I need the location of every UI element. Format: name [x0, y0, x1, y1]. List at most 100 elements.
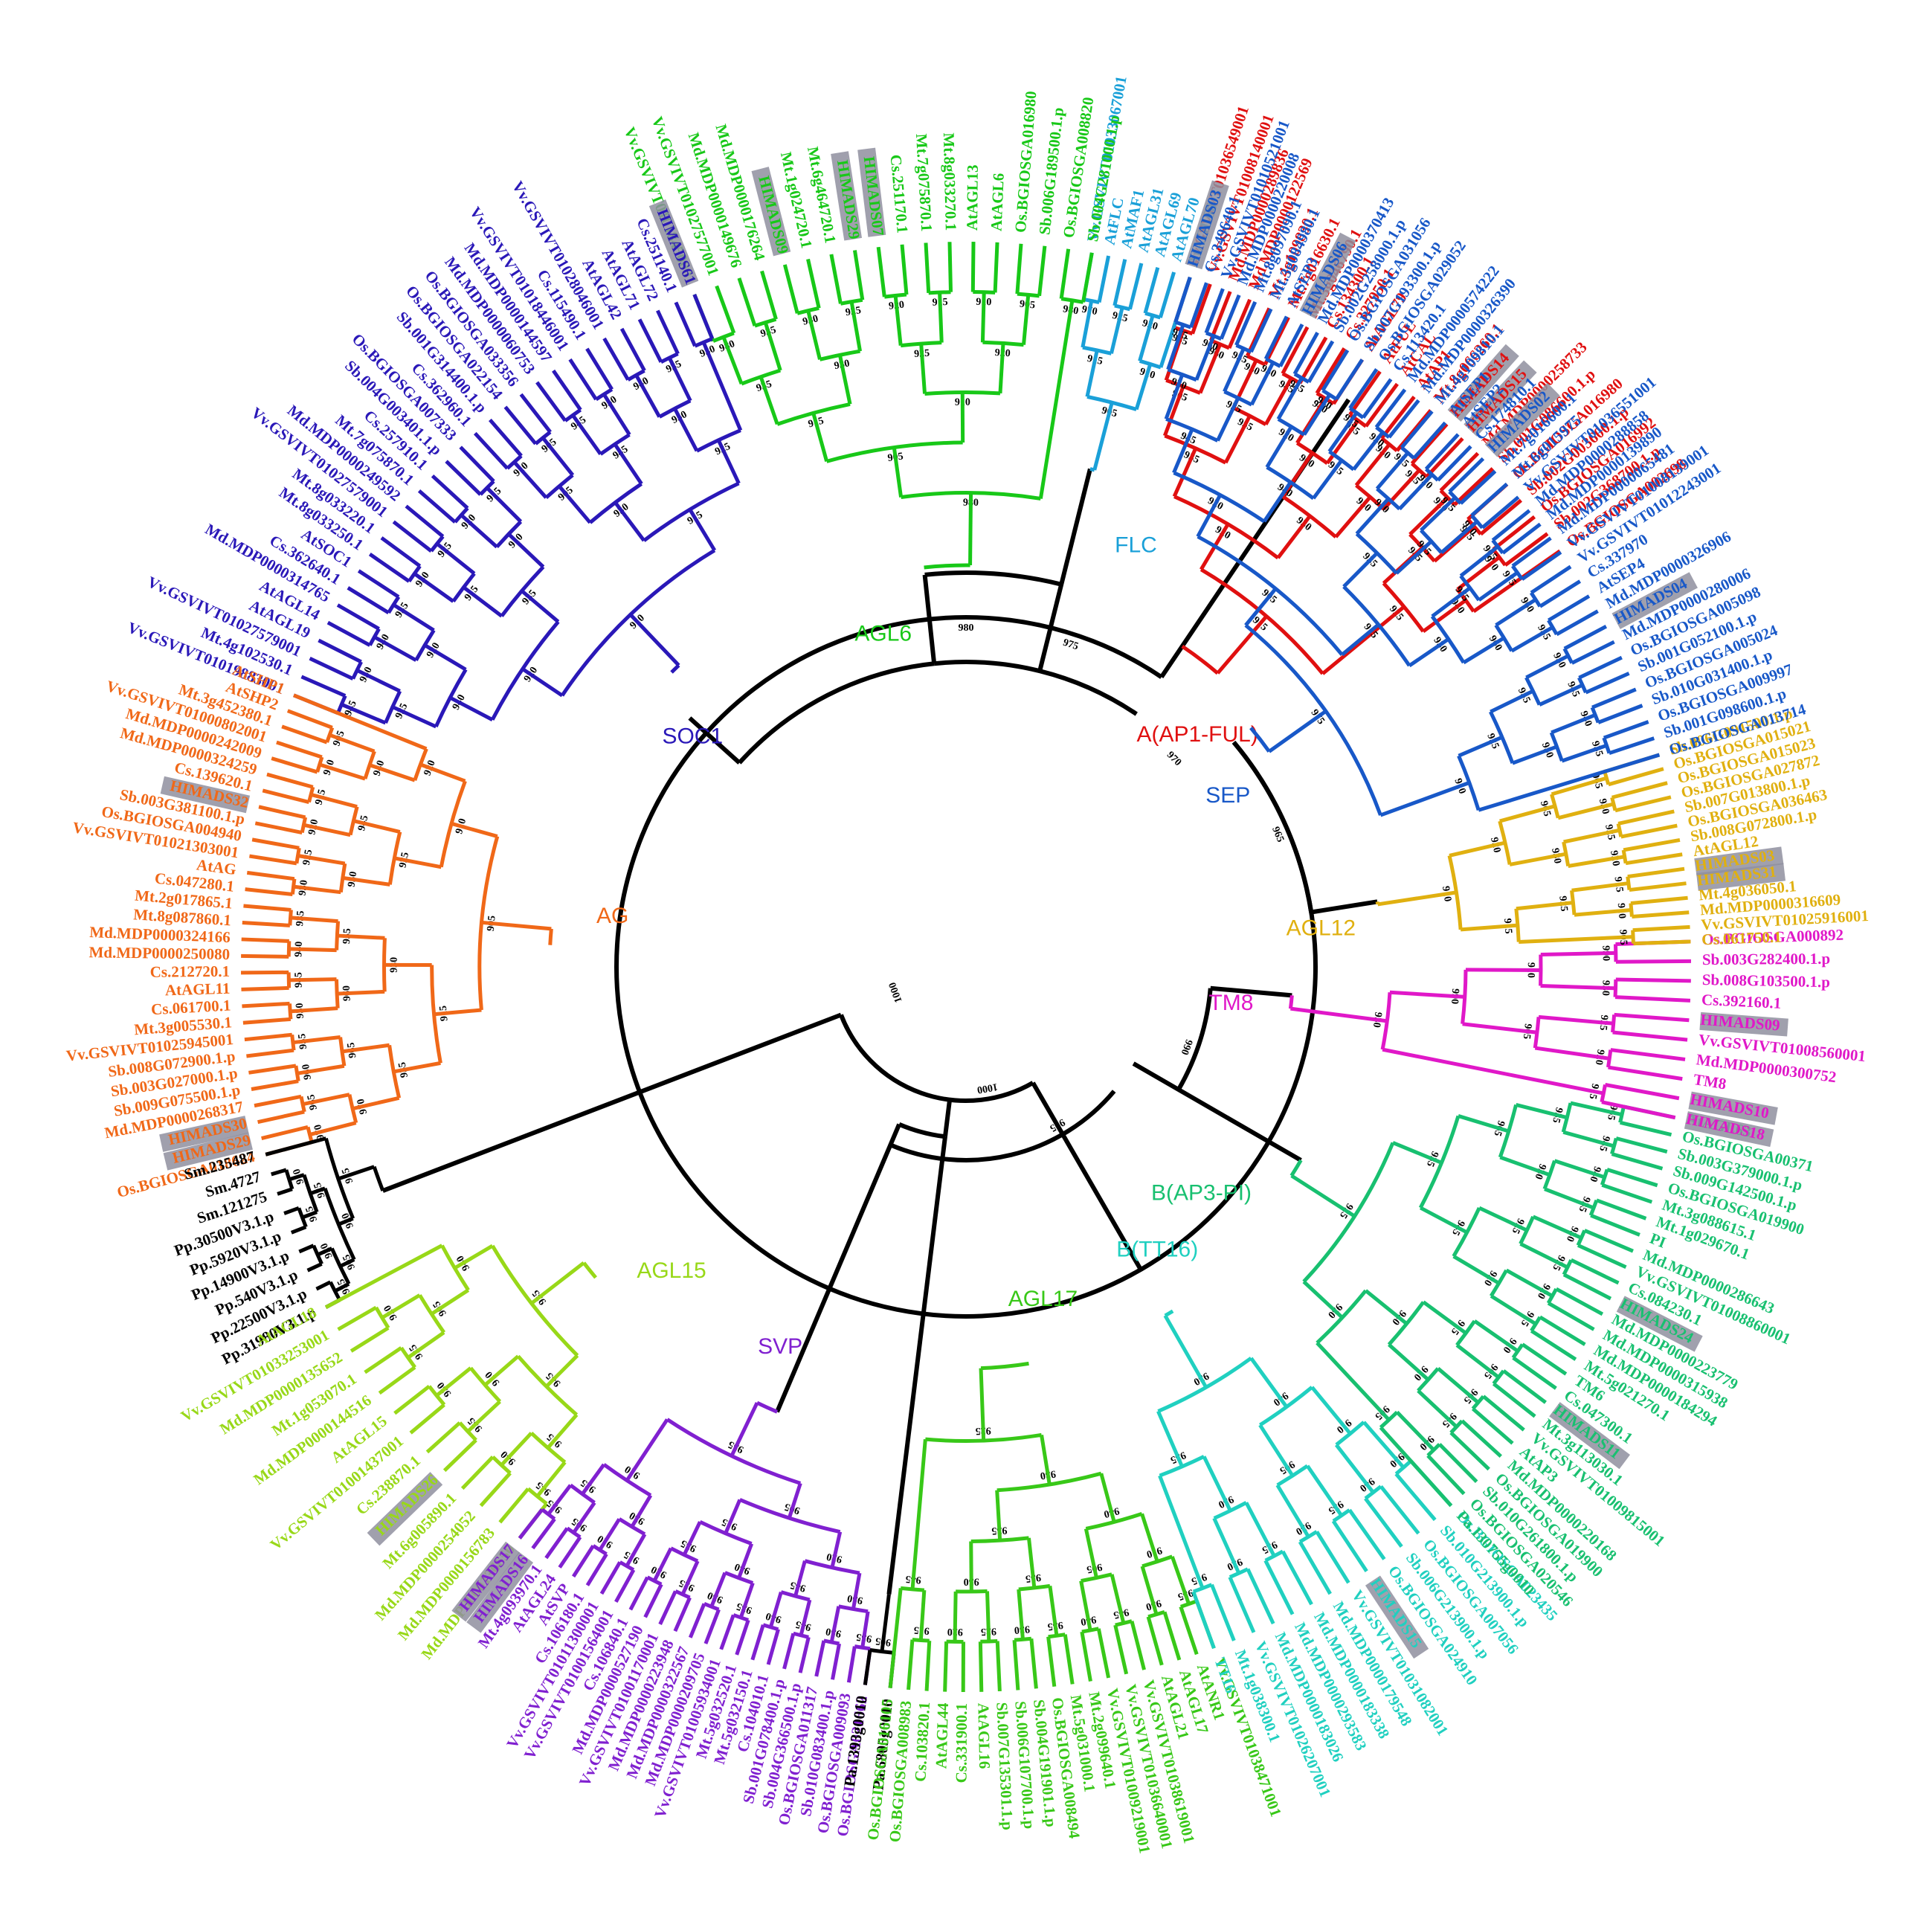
tree-branch — [1456, 556, 1501, 591]
tree-branch — [1249, 726, 1271, 753]
tree-branch — [1081, 1572, 1112, 1583]
tree-branch — [628, 1576, 649, 1611]
tree-branch — [300, 675, 347, 698]
tree-branch — [1457, 755, 1481, 811]
leaf-label: Cs.212720.1 — [150, 962, 231, 981]
tree-branch — [1603, 720, 1649, 740]
tree-branch — [1530, 1329, 1577, 1361]
tree-branch — [486, 486, 523, 524]
tree-branch — [1411, 462, 1428, 479]
tree-branch — [1263, 1560, 1295, 1615]
tree-branch — [1192, 1583, 1213, 1594]
tree-branch — [1166, 324, 1185, 370]
tree-branch — [1538, 1014, 1614, 1026]
tree-branch — [449, 695, 494, 721]
tree-branch — [1307, 340, 1335, 383]
tree-branch — [281, 724, 328, 744]
tree-branch — [1481, 495, 1520, 530]
backbone-branch — [1310, 899, 1378, 915]
tree-branch — [1375, 901, 1380, 905]
tree-branch — [284, 1169, 294, 1190]
tree-branch — [1470, 514, 1484, 530]
tree-branch — [429, 535, 445, 553]
bootstrap-value: 970 — [1165, 750, 1183, 768]
highlight-box — [160, 776, 251, 814]
tree-branch — [1499, 804, 1556, 823]
tree-branch — [1426, 1454, 1466, 1496]
tree-branch — [1455, 588, 1475, 613]
tree-branch — [1046, 1636, 1057, 1688]
tree-branch — [1431, 586, 1472, 618]
tree-branch — [1079, 1580, 1092, 1631]
tree-branch — [1312, 459, 1344, 500]
tree-branch — [512, 460, 548, 499]
tree-branch — [357, 569, 400, 599]
tree-branch — [585, 347, 614, 390]
tree-branch — [451, 821, 498, 838]
tree-branch — [1382, 1047, 1604, 1096]
tree-branch — [569, 1483, 596, 1505]
tree-branch — [1059, 248, 1071, 299]
tree-branch — [1495, 598, 1537, 627]
bootstrap-value: 995 — [1048, 1116, 1067, 1133]
tree-branch — [918, 1589, 927, 1641]
tree-branch — [1167, 367, 1197, 382]
leaf-label: AtAGL6 — [988, 173, 1008, 231]
tree-branch — [1621, 849, 1628, 864]
tree-branch — [393, 1384, 431, 1415]
tree-branch — [1392, 1141, 1443, 1165]
tree-branch — [712, 331, 735, 343]
tree-branch — [297, 854, 346, 866]
tree-branch — [318, 638, 362, 664]
tree-branch — [1514, 908, 1521, 942]
highlight-box — [1484, 382, 1560, 457]
tree-branch — [1348, 370, 1382, 416]
tree-branch — [1492, 515, 1536, 551]
tree-branch — [369, 763, 416, 782]
tree-branch — [356, 668, 401, 693]
highlight-box — [1185, 180, 1229, 270]
tree-branch — [271, 1168, 287, 1177]
tree-branch — [674, 301, 697, 347]
tree-branch — [521, 589, 560, 623]
tree-branch — [860, 1611, 870, 1648]
tree-branch — [1281, 326, 1310, 375]
tree-branch — [703, 1609, 721, 1644]
tree-branch — [1459, 469, 1497, 505]
tree-branch — [277, 1187, 293, 1196]
leaf-label: Cs.392160.1 — [1701, 991, 1781, 1012]
tree-branch — [1490, 689, 1534, 714]
tree-branch — [1462, 1022, 1538, 1035]
tree-branch — [1026, 1537, 1037, 1589]
tree-branch — [1539, 579, 1582, 608]
tree-branch — [318, 762, 366, 781]
tree-branch — [673, 1597, 692, 1633]
tree-branch — [724, 1499, 742, 1534]
tree-branch — [1263, 316, 1290, 366]
tree-branch — [1626, 876, 1632, 890]
tree-branch — [1509, 852, 1567, 866]
leaf-label: Cs.331900.1 — [953, 1703, 970, 1783]
tree-branch — [1246, 1568, 1275, 1625]
tree-branch — [352, 819, 401, 834]
tree-branch — [1425, 437, 1464, 478]
tree-branch — [1298, 336, 1328, 385]
tree-branch — [637, 318, 663, 363]
tree-branch — [880, 1594, 891, 1652]
tree-branch — [646, 1575, 663, 1586]
tree-branch — [414, 629, 436, 661]
tree-branch — [1302, 393, 1331, 436]
tree-branch — [1422, 1300, 1467, 1335]
tree-branch — [1227, 298, 1252, 349]
tree-branch — [643, 1583, 663, 1618]
tree-branch — [1146, 1616, 1164, 1666]
tree-branch — [1498, 820, 1512, 865]
tree-branch — [1400, 410, 1434, 449]
tree-branch — [1262, 480, 1292, 523]
backbone-branch — [1231, 740, 1314, 913]
tree-branch — [1614, 1012, 1690, 1023]
tree-branch — [1556, 609, 1599, 637]
tree-branch — [1387, 1301, 1426, 1346]
tree-branch — [391, 705, 437, 729]
leaf-label: Cs.061700.1 — [151, 996, 231, 1018]
